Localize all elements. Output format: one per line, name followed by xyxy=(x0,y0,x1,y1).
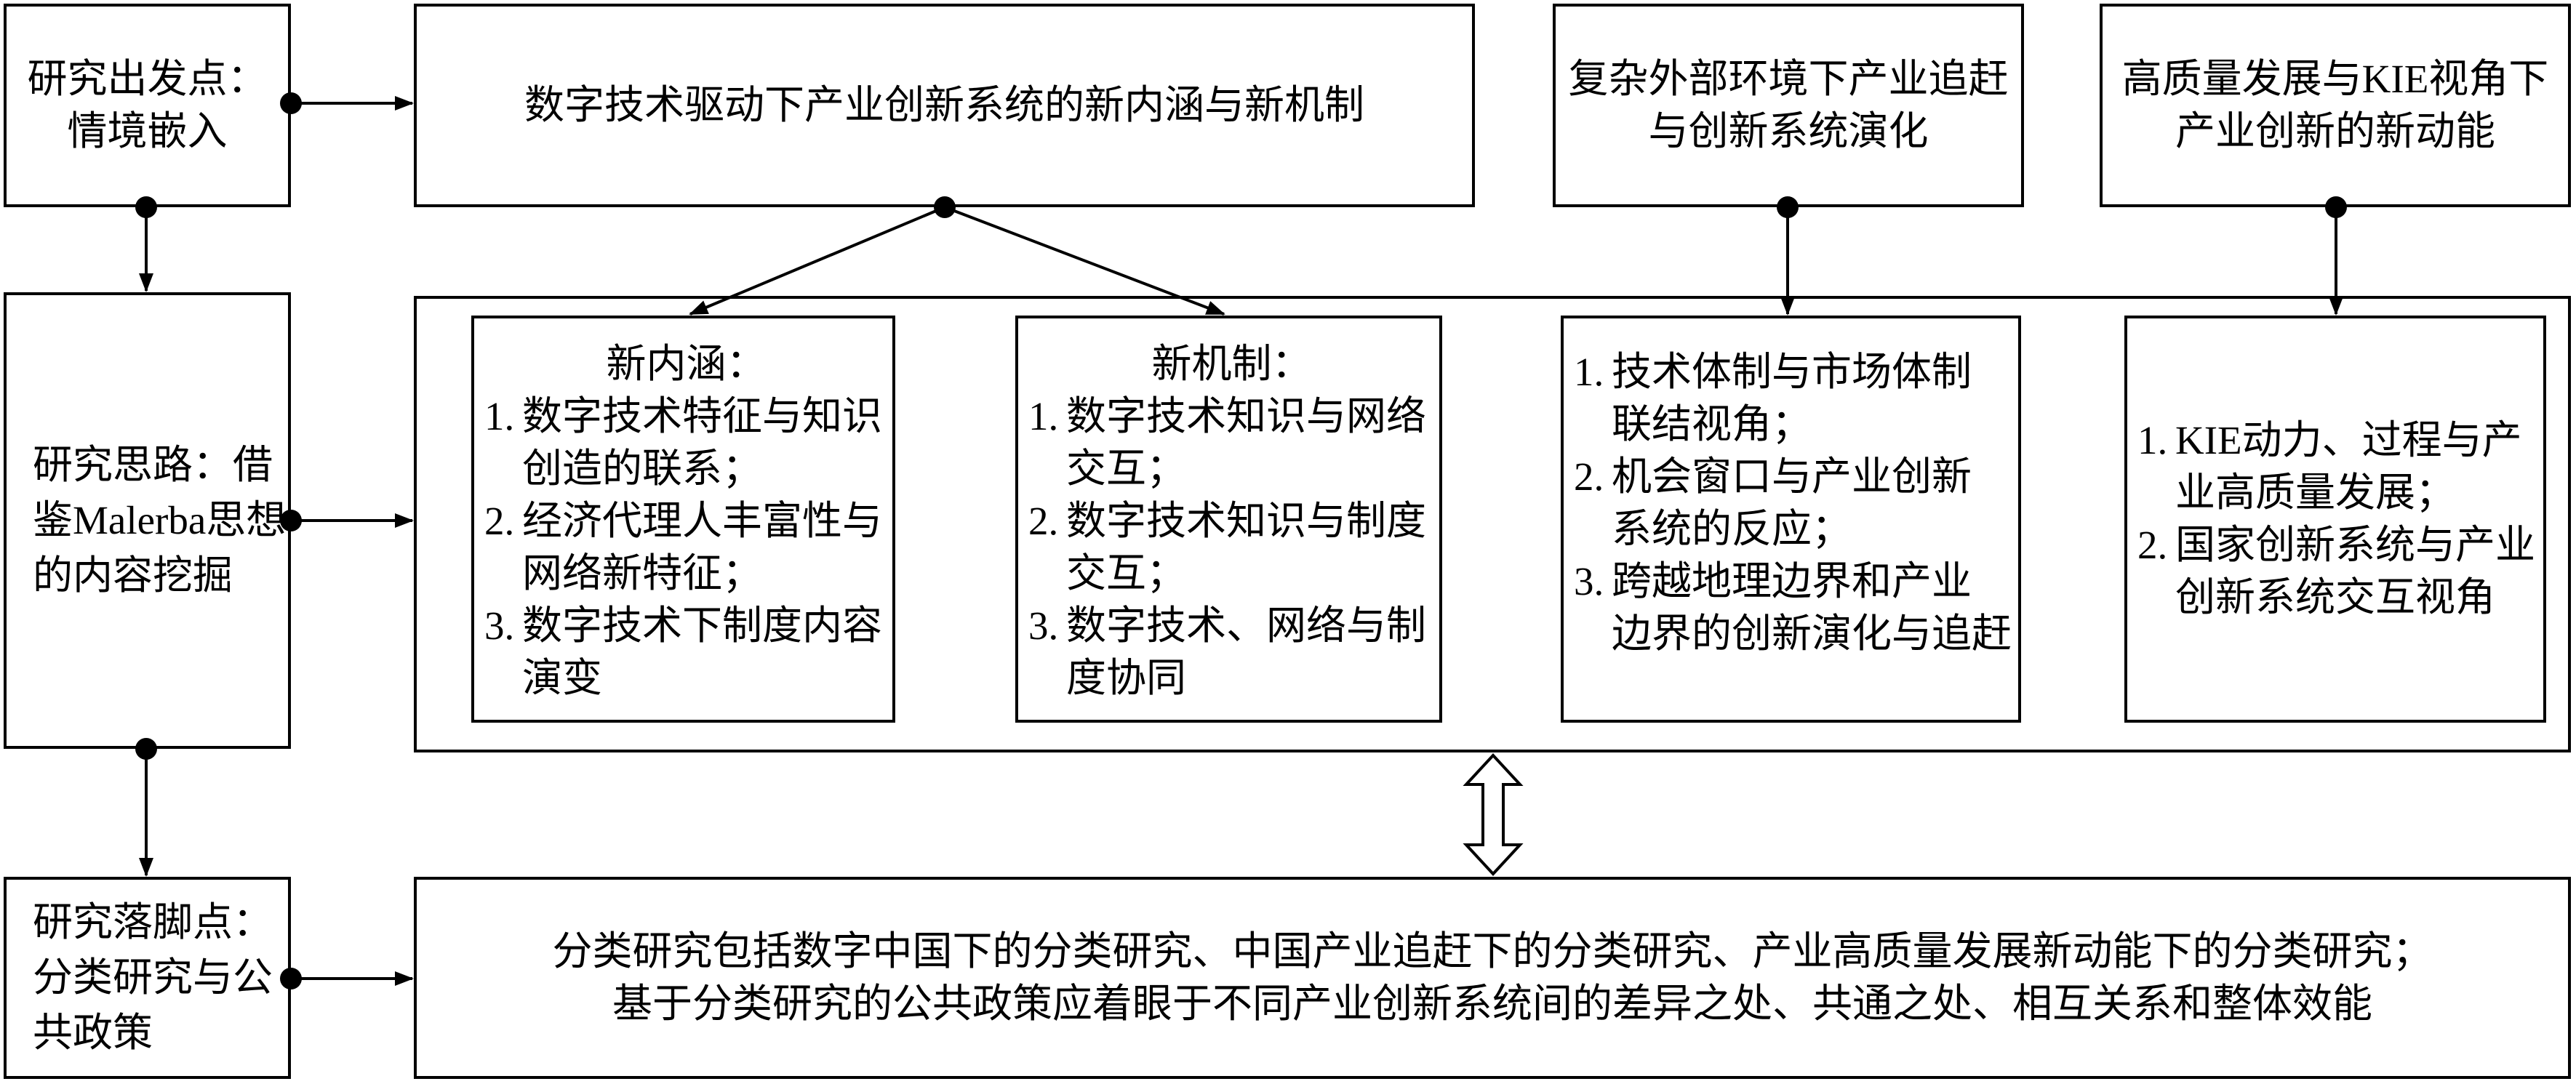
box-line: 研究落脚点： xyxy=(33,900,273,944)
item-number: 1. xyxy=(1028,394,1059,438)
item-line: 演变 xyxy=(522,656,603,700)
item-line: 系统的反应； xyxy=(1612,507,1852,551)
item-line: 网络新特征； xyxy=(522,551,763,595)
item-number: 1. xyxy=(484,394,515,438)
external-environment-box: 复杂外部环境下产业追赶 与创新系统演化 xyxy=(1553,4,2024,207)
item-number: 3. xyxy=(484,603,515,648)
item-line: 经济代理人丰富性与 xyxy=(522,499,883,543)
item-number: 2. xyxy=(484,499,515,543)
box-line: 研究出发点： xyxy=(27,57,268,101)
list-item: 1. 技术体制与市场体制 联结视角； xyxy=(1574,346,2014,451)
box-line: 情境嵌入 xyxy=(67,109,228,153)
list-item: 3. 跨越地理边界和产业 边界的创新演化与追赶 xyxy=(1574,555,2014,660)
research-starting-point-box: 研究出发点： 情境嵌入 xyxy=(4,4,291,207)
box-line: 复杂外部环境下产业追赶 xyxy=(1568,57,2009,101)
list-item: 2. 数字技术知识与制度 交互； xyxy=(1028,495,1435,600)
high-quality-development-box: 高质量发展与KIE视角下 产业创新的新动能 xyxy=(2100,4,2571,207)
item-line: 交互； xyxy=(1066,551,1187,595)
item-number: 3. xyxy=(1574,559,1604,603)
item-line: 边界的创新演化与追赶 xyxy=(1612,611,2012,656)
item-line: 跨越地理边界和产业 xyxy=(1612,559,1972,603)
item-line: 创新系统交互视角 xyxy=(2175,575,2496,619)
list-item: 1. 数字技术特征与知识 创造的联系； xyxy=(484,390,888,495)
item-line: 数字技术知识与网络 xyxy=(1066,394,1427,438)
new-momentum-box: 1. KIE动力、过程与产 业高质量发展； 2. 国家创新系统与产业 创新系统交… xyxy=(2124,316,2546,723)
list-item: 2. 机会窗口与产业创新 系统的反应； xyxy=(1574,451,2014,555)
item-line: 国家创新系统与产业 xyxy=(2175,523,2536,567)
box-line: 研究思路：借 xyxy=(33,443,273,487)
item-number: 3. xyxy=(1028,603,1059,648)
box-heading: 新内涵： xyxy=(606,342,767,386)
research-endpoint-box: 研究落脚点： 分类研究与公 共政策 xyxy=(4,877,291,1079)
catch-up-evolution-box: 1. 技术体制与市场体制 联结视角； 2. 机会窗口与产业创新 系统的反应； 3… xyxy=(1561,316,2021,723)
item-line: 联结视角； xyxy=(1612,402,1812,446)
item-line: 数字技术知识与制度 xyxy=(1066,499,1427,543)
item-line: 交互； xyxy=(1066,446,1187,491)
box-line: 的内容挖掘 xyxy=(33,553,233,598)
box-line: 分类研究包括数字中国下的分类研究、中国产业追赶下的分类研究、产业高质量发展新动能… xyxy=(552,929,2433,973)
classification-policy-box: 分类研究包括数字中国下的分类研究、中国产业追赶下的分类研究、产业高质量发展新动能… xyxy=(414,877,2571,1079)
box-line: 共政策 xyxy=(33,1011,153,1055)
item-line: 技术体制与市场体制 xyxy=(1612,350,1972,394)
item-number: 2. xyxy=(1028,499,1059,543)
item-line: 数字技术特征与知识 xyxy=(522,394,883,438)
list-item: 1. 数字技术知识与网络 交互； xyxy=(1028,390,1435,495)
list-item: 2. 国家创新系统与产业 创新系统交互视角 xyxy=(2137,519,2539,624)
item-number: 1. xyxy=(2137,418,2168,462)
item-number: 1. xyxy=(1574,350,1604,394)
box-line: 高质量发展与KIE视角下 xyxy=(2121,57,2549,101)
box-line: 与创新系统演化 xyxy=(1648,109,1929,153)
list-item: 3. 数字技术、网络与制 度协同 xyxy=(1028,600,1435,704)
box-line: 分类研究与公 xyxy=(33,955,273,1000)
box-line: 数字技术驱动下产业创新系统的新内涵与新机制 xyxy=(524,83,1364,127)
item-number: 2. xyxy=(1574,454,1604,499)
item-line: 业高质量发展； xyxy=(2175,470,2456,515)
new-mechanism-box: 新机制： 1. 数字技术知识与网络 交互； 2. 数字技术知识与制度 交互； 3… xyxy=(1015,316,1442,723)
item-line: 创造的联系； xyxy=(522,446,763,491)
double-arrow-icon xyxy=(1463,753,1524,876)
item-number: 2. xyxy=(2137,523,2168,567)
item-line: 数字技术、网络与制 xyxy=(1066,603,1427,648)
new-connotation-box: 新内涵： 1. 数字技术特征与知识 创造的联系； 2. 经济代理人丰富性与 网络… xyxy=(471,316,895,723)
digital-technology-box: 数字技术驱动下产业创新系统的新内涵与新机制 xyxy=(414,4,1475,207)
box-line: 基于分类研究的公共政策应着眼于不同产业创新系统间的差异之处、共通之处、相互关系和… xyxy=(612,981,2372,1026)
item-line: 机会窗口与产业创新 xyxy=(1612,454,1972,499)
item-line: 度协同 xyxy=(1066,656,1187,700)
box-heading: 新机制： xyxy=(1151,342,1312,386)
box-line: 鉴Malerba思想 xyxy=(33,498,287,542)
list-item: 1. KIE动力、过程与产 业高质量发展； xyxy=(2137,414,2539,519)
box-line: 产业创新的新动能 xyxy=(2175,109,2495,153)
research-approach-box: 研究思路：借 鉴Malerba思想 的内容挖掘 xyxy=(4,292,291,749)
item-line: 数字技术下制度内容 xyxy=(522,603,883,648)
list-item: 3. 数字技术下制度内容 演变 xyxy=(484,600,888,704)
item-line: KIE动力、过程与产 xyxy=(2175,418,2522,462)
list-item: 2. 经济代理人丰富性与 网络新特征； xyxy=(484,495,888,600)
